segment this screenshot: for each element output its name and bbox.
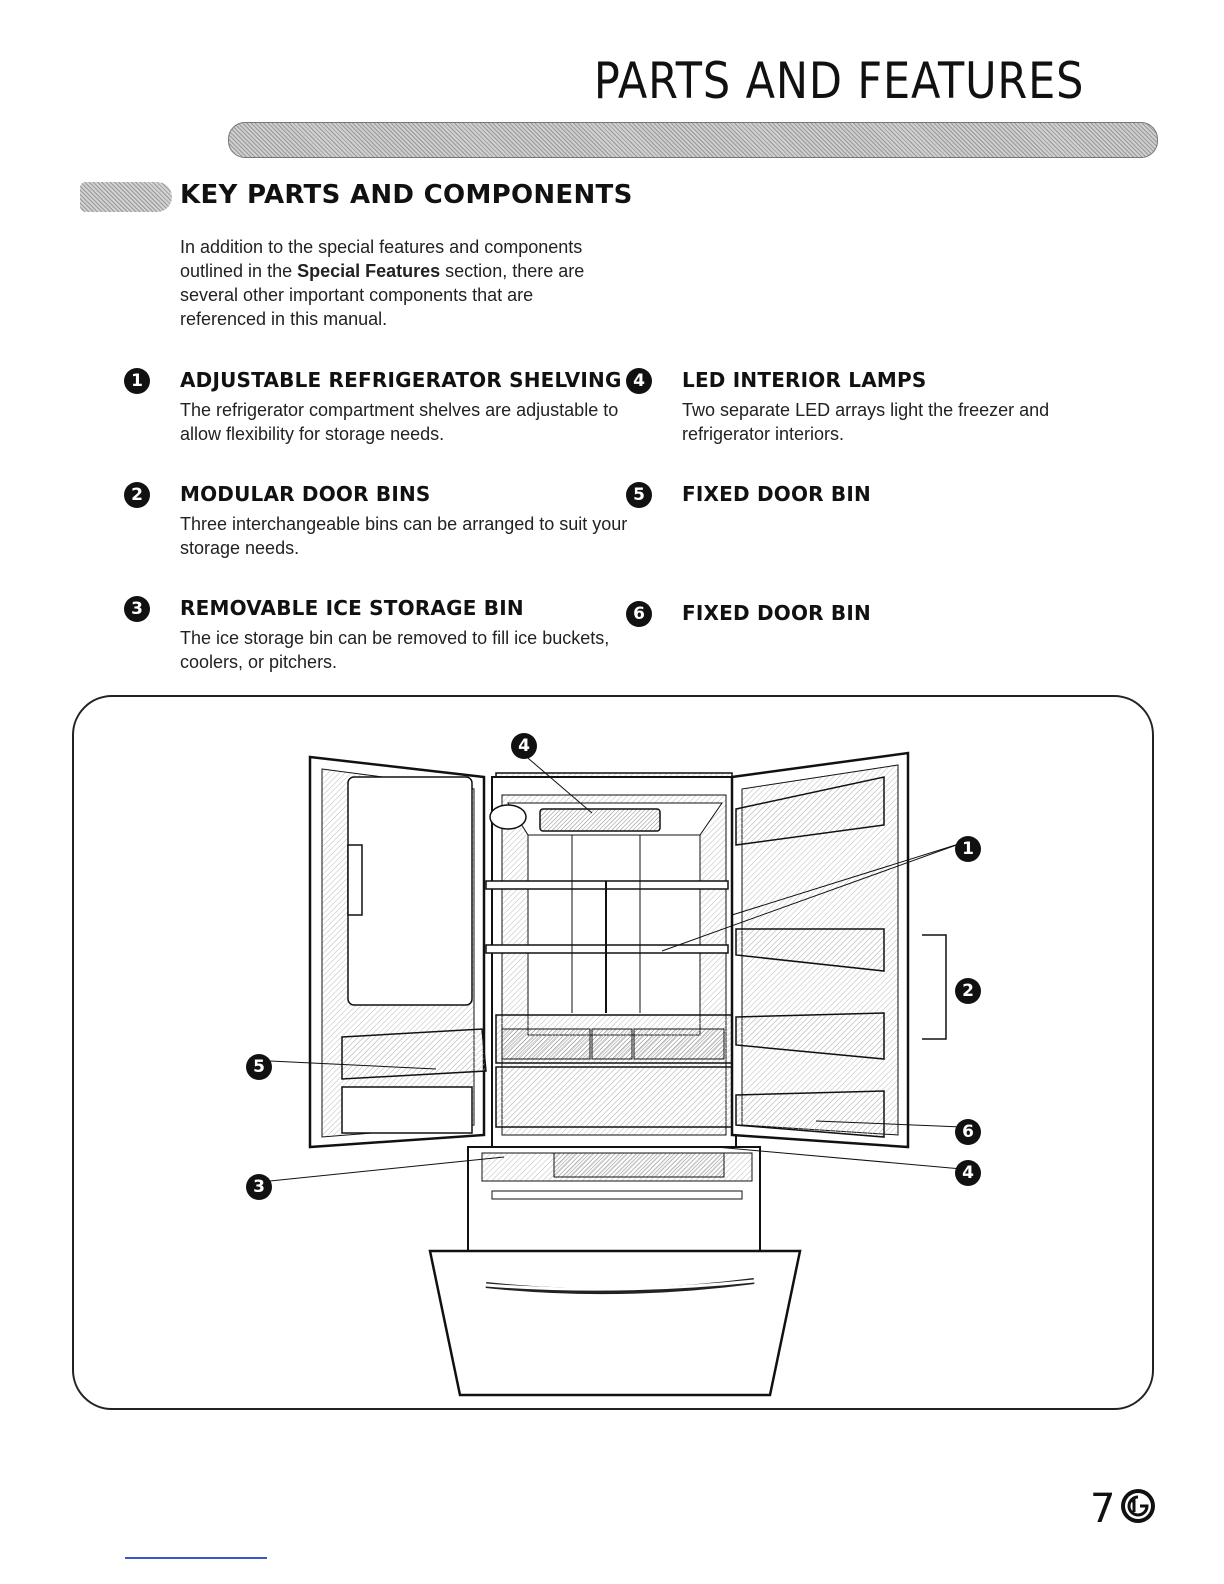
feature-6: 6 FIXED DOOR BIN — [626, 601, 1122, 627]
section-marker — [80, 182, 172, 212]
feature-title: FIXED DOOR BIN — [682, 601, 871, 625]
feature-2: 2 MODULAR DOOR BINS Three interchangeabl… — [124, 482, 650, 560]
feature-number-badge: 1 — [124, 368, 150, 394]
feature-number-badge: 4 — [626, 368, 652, 394]
feature-description: Two separate LED arrays light the freeze… — [682, 400, 1050, 444]
callout-badge: 4 — [955, 1160, 981, 1186]
feature-title: REMOVABLE ICE STORAGE BIN — [180, 596, 524, 620]
feature-1: 1 ADJUSTABLE REFRIGERATOR SHELVING The r… — [124, 368, 650, 446]
callout-badge: 4 — [511, 733, 537, 759]
header-divider-bar — [228, 122, 1158, 158]
callout-badge: 1 — [955, 836, 981, 862]
feature-number-badge: 2 — [124, 482, 150, 508]
feature-4: 4 LED INTERIOR LAMPS Two separate LED ar… — [626, 368, 1122, 446]
callout-badge: 2 — [955, 978, 981, 1004]
callout-badge: 3 — [246, 1174, 272, 1200]
section-title: KEY PARTS AND COMPONENTS — [180, 180, 633, 210]
intro-text-b: section, there are several other importa… — [180, 261, 585, 329]
feature-number-badge: 3 — [124, 596, 150, 622]
feature-description: Three interchangeable bins can be arrang… — [180, 514, 628, 558]
page-number: 7 — [1090, 1486, 1116, 1532]
feature-number-badge: 5 — [626, 482, 652, 508]
refrigerator-diagram-frame: 4 1 2 5 6 3 4 — [72, 695, 1154, 1410]
feature-title: FIXED DOOR BIN — [682, 482, 871, 506]
feature-title: LED INTERIOR LAMPS — [682, 368, 927, 392]
callout-badge: 6 — [955, 1119, 981, 1145]
feature-description: The refrigerator compartment shelves are… — [180, 400, 619, 444]
refrigerator-illustration — [269, 751, 963, 1397]
intro-bold-link: Special Features — [297, 261, 441, 281]
feature-3: 3 REMOVABLE ICE STORAGE BIN The ice stor… — [124, 596, 650, 674]
intro-text-a: In addition to the special features and … — [180, 237, 583, 281]
intro-paragraph: In addition to the special features and … — [180, 235, 610, 331]
feature-number-badge: 6 — [626, 601, 652, 627]
feature-title: MODULAR DOOR BINS — [180, 482, 431, 506]
feature-description: The ice storage bin can be removed to fi… — [180, 628, 610, 672]
bottom-link-underline — [125, 1557, 267, 1559]
feature-5: 5 FIXED DOOR BIN — [626, 482, 1122, 508]
callout-badge: 5 — [246, 1054, 272, 1080]
lg-logo-icon — [1121, 1489, 1155, 1523]
page-header-title: PARTS AND FEATURES — [593, 52, 1084, 110]
feature-title: ADJUSTABLE REFRIGERATOR SHELVING — [180, 368, 622, 392]
